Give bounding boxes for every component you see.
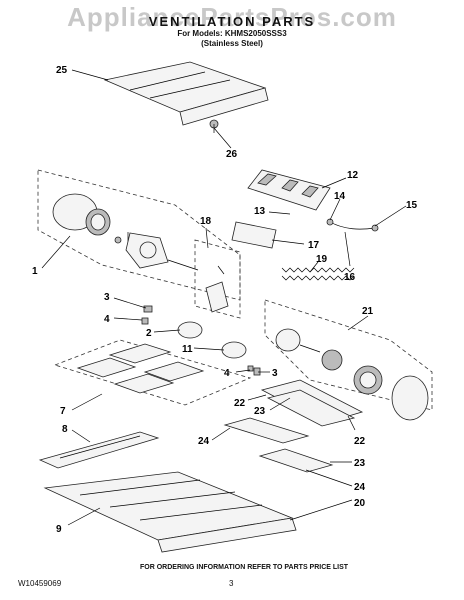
- part-grease-filters: [223, 379, 364, 473]
- callout-7: 7: [60, 406, 66, 417]
- callout-numbers: 25 26 1 3 4 2 11 4 3 12 13 14 15 16 17 1…: [32, 65, 418, 535]
- callout-13: 13: [254, 206, 266, 217]
- callout-18: 18: [200, 216, 212, 227]
- part-top-plate: [103, 61, 269, 126]
- callout-1: 1: [32, 266, 38, 277]
- callout-3b: 3: [272, 368, 278, 379]
- callout-14: 14: [334, 191, 346, 202]
- callout-8: 8: [62, 424, 68, 435]
- callout-4b: 4: [224, 368, 230, 379]
- leader-lines: [41, 69, 407, 526]
- part-blower-right: [275, 328, 429, 421]
- part-blower-left: [52, 193, 199, 271]
- callout-24b: 24: [354, 482, 366, 493]
- model-line: For Models: KHMS2050SSS3: [177, 29, 287, 38]
- part-spring: [281, 267, 355, 281]
- document-number: W10459069: [18, 579, 62, 588]
- page-number: 3: [229, 579, 234, 588]
- callout-25: 25: [56, 65, 68, 76]
- callout-12: 12: [347, 170, 359, 181]
- part-light-lens: [231, 221, 277, 249]
- callout-22b: 22: [354, 436, 366, 447]
- callout-9: 9: [56, 524, 62, 535]
- callout-15: 15: [406, 200, 418, 211]
- part-bracket: [194, 239, 241, 319]
- part-base-pan: [43, 471, 297, 553]
- watermark: AppliancePartsPros.com: [67, 2, 397, 32]
- callout-19: 19: [316, 254, 328, 265]
- part-control-board: [247, 169, 331, 211]
- callout-16: 16: [344, 272, 356, 283]
- callout-4a: 4: [104, 314, 110, 325]
- callout-21: 21: [362, 306, 374, 317]
- page-title: VENTILATION PARTS: [148, 14, 316, 29]
- callout-17: 17: [308, 240, 320, 251]
- callout-11: 11: [182, 344, 193, 355]
- callout-23a: 23: [254, 406, 266, 417]
- callout-20: 20: [354, 498, 366, 509]
- callout-3a: 3: [104, 292, 110, 303]
- ordering-info: FOR ORDERING INFORMATION REFER TO PARTS …: [140, 564, 349, 571]
- callout-24a: 24: [198, 436, 210, 447]
- part-small-parts: [141, 305, 261, 376]
- finish-line: (Stainless Steel): [201, 39, 263, 48]
- part-rail: [38, 431, 160, 469]
- callout-2: 2: [146, 328, 152, 339]
- callout-26: 26: [226, 149, 238, 160]
- part-harness: [326, 218, 379, 232]
- callout-22a: 22: [234, 398, 246, 409]
- callout-23b: 23: [354, 458, 366, 469]
- part-filter-frame: [53, 339, 252, 406]
